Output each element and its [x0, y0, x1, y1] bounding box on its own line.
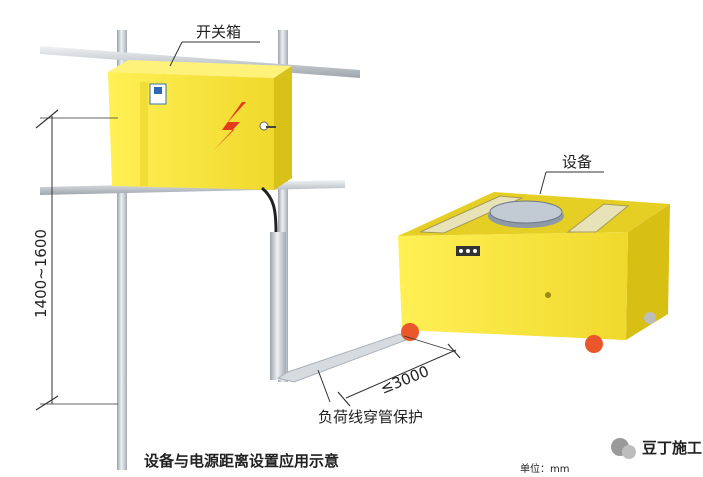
unit-label: 单位：mm	[520, 462, 569, 475]
distance-label: ≤3000	[378, 362, 432, 398]
cable-protection-pipe-vertical	[270, 232, 286, 380]
cable-protection-label: 负荷线穿管保护	[318, 408, 423, 426]
watermark: 豆丁施工	[611, 438, 702, 459]
equipment-front	[398, 232, 628, 340]
height-dimension: 1400~1600	[32, 109, 118, 411]
switch-box-front	[108, 72, 274, 190]
switch-box-label: 开关箱	[196, 23, 241, 41]
equipment-wheel	[644, 312, 656, 324]
equipment-roller-right	[566, 203, 630, 233]
switch-box	[108, 60, 292, 190]
control-button	[459, 249, 463, 253]
vertical-pipe-left	[117, 30, 127, 470]
height-range-label: 1400~1600	[32, 229, 50, 318]
watermark-text: 豆丁施工	[642, 439, 702, 457]
wechat-icon-bubble	[622, 445, 636, 459]
vertical-pipe-right	[278, 30, 288, 382]
switch-box-leader	[169, 41, 183, 67]
equipment-door-knob	[545, 292, 551, 298]
equipment-label: 设备	[562, 153, 592, 171]
cable-protection-leader	[317, 369, 331, 403]
cable-protection-pipe-horizontal	[276, 333, 407, 383]
switch-box-top	[108, 60, 292, 78]
equipment-wheel	[585, 335, 603, 353]
equipment-leader	[539, 171, 547, 195]
load-cable	[261, 186, 278, 233]
control-button	[473, 249, 477, 253]
nameplate-logo	[154, 87, 162, 94]
equipment-side	[626, 204, 670, 340]
diagram-caption: 设备与电源距离设置应用示意	[144, 452, 339, 470]
switch-box-hinge-strip	[140, 82, 148, 186]
switch-box-side	[274, 66, 292, 190]
control-button	[466, 249, 470, 253]
distance-dimension: ≤3000	[337, 335, 461, 407]
lightning-bolt-icon	[214, 102, 246, 150]
equipment-machine	[398, 192, 670, 353]
equipment-wheel	[401, 323, 419, 341]
equipment-turntable	[489, 200, 563, 224]
